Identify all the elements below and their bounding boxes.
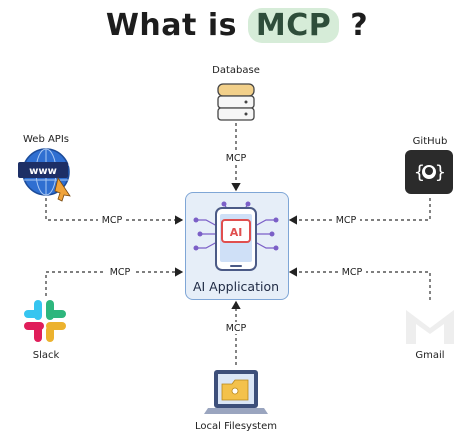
title-prefix: What is: [105, 8, 237, 43]
ai-badge-text: AI: [230, 226, 243, 239]
edge-web-apis: [45, 198, 184, 225]
web-apis-label: Web APIs: [22, 134, 69, 145]
gmail-icon: [406, 310, 454, 344]
web-globe-icon: www: [18, 148, 71, 202]
slack-icon: [24, 300, 66, 342]
svg-text:}: }: [435, 162, 446, 183]
ai-application-label: AI Application: [192, 279, 280, 294]
www-badge-text: www: [29, 166, 57, 177]
database-label: Database: [212, 65, 260, 76]
edge-label-web-apis: MCP: [102, 215, 123, 226]
edge-label-gmail: MCP: [342, 267, 363, 278]
svg-text:{: {: [414, 162, 425, 183]
title-highlight: MCP: [247, 8, 340, 43]
edge-slack: [45, 267, 184, 296]
edge-label-slack: MCP: [110, 267, 131, 278]
page-title: What is MCP ?: [0, 8, 474, 43]
slack-label: Slack: [32, 350, 60, 361]
filesystem-laptop-icon: [204, 370, 268, 414]
edge-label-filesystem: MCP: [226, 323, 247, 334]
edge-gmail: [288, 267, 431, 300]
github-icon: { }: [405, 150, 453, 194]
github-label: GitHub: [412, 136, 448, 147]
edge-label-github: MCP: [336, 215, 357, 226]
filesystem-label: Local Filesystem: [195, 421, 277, 432]
ai-chip-phone-icon: AI: [193, 201, 279, 271]
gmail-label: Gmail: [415, 350, 445, 361]
title-suffix: ?: [350, 8, 369, 43]
database-icon: [217, 83, 255, 121]
edge-label-database: MCP: [226, 153, 247, 164]
